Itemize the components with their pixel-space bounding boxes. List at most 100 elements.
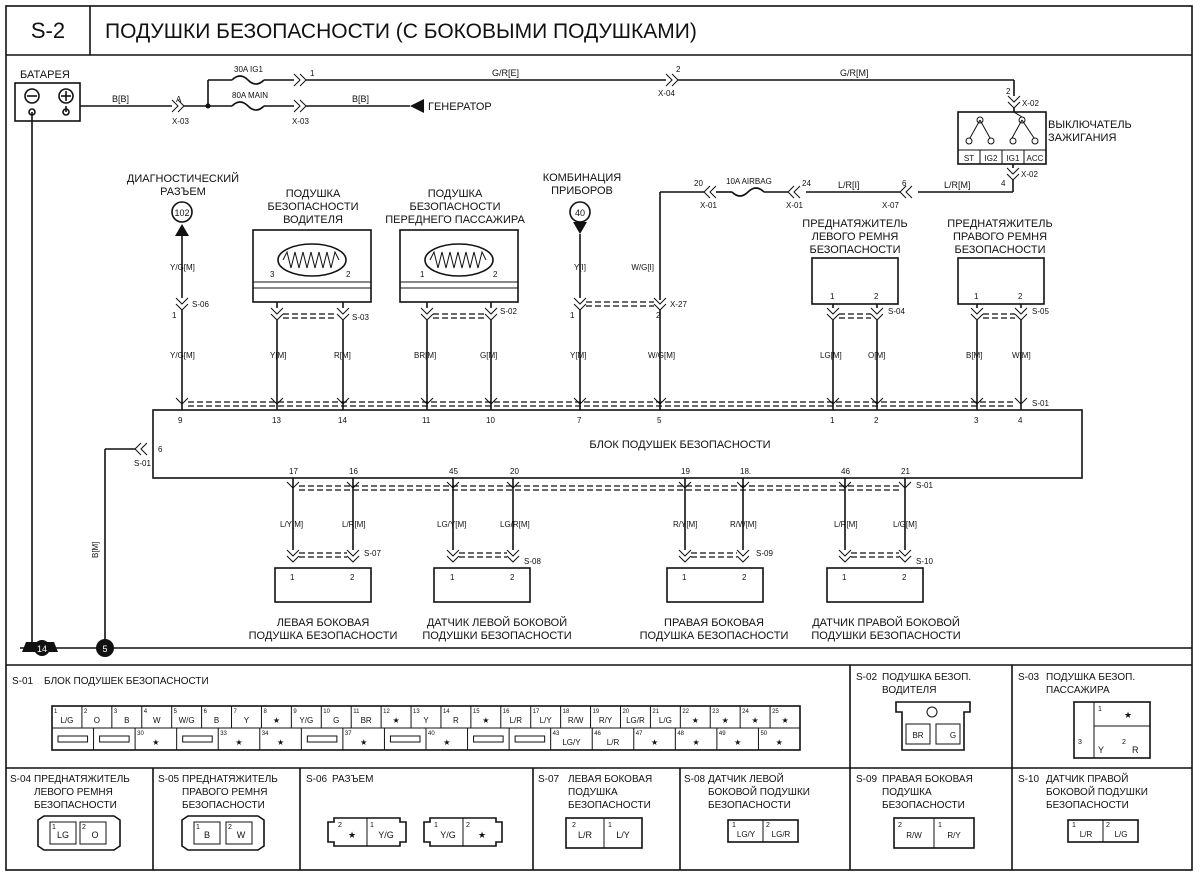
svg-text:S-06: S-06 xyxy=(192,300,209,309)
s01-pin-number: 11 xyxy=(353,709,360,715)
svg-text:БОКОВОЙ ПОДУШКИ: БОКОВОЙ ПОДУШКИ xyxy=(708,785,810,798)
svg-text:24: 24 xyxy=(802,179,811,188)
svg-text:ЛЕВОГО РЕМНЯ: ЛЕВОГО РЕМНЯ xyxy=(34,787,113,798)
panel-s04: S-04 ПРЕДНАТЯЖИТЕЛЬ ЛЕВОГО РЕМНЯ БЕЗОПАС… xyxy=(10,774,130,851)
svg-text:Y: Y xyxy=(1098,745,1104,755)
s01-pin-color: W/G xyxy=(179,716,195,725)
svg-text:Y/G: Y/G xyxy=(440,830,456,840)
svg-text:S-04: S-04 xyxy=(10,774,32,785)
svg-text:X-07: X-07 xyxy=(882,201,899,210)
svg-text:1: 1 xyxy=(830,416,835,425)
s01-pin-color: ★ xyxy=(752,716,759,725)
svg-text:3: 3 xyxy=(1078,739,1082,746)
svg-text:ЛЕВАЯ БОКОВАЯ: ЛЕВАЯ БОКОВАЯ xyxy=(568,774,652,785)
s01-pin-number: 9 xyxy=(293,709,297,715)
ground-5-icon: 5 xyxy=(96,639,114,657)
svg-text:ПОДУШКА БЕЗОП.: ПОДУШКА БЕЗОП. xyxy=(1046,672,1135,683)
svg-text:БОКОВОЙ ПОДУШКИ: БОКОВОЙ ПОДУШКИ xyxy=(1046,785,1148,798)
s01-pin-number: 40 xyxy=(428,731,435,737)
svg-text:ПАССАЖИРА: ПАССАЖИРА xyxy=(1046,685,1110,696)
s01-pin-number: 18 xyxy=(563,709,570,715)
svg-text:L/R: L/R xyxy=(1080,830,1093,839)
s01-pin-number: 4 xyxy=(144,709,148,715)
driver-airbag-module: 3 2 xyxy=(252,229,372,303)
svg-text:4: 4 xyxy=(1001,179,1006,188)
s01-pin-cell: 46L/R xyxy=(591,728,619,750)
panel-s06: S-06 РАЗЪЕМ 2 1 ★ Y/G 1 2 Y/G ★ xyxy=(306,774,503,847)
s01-pin-color: ★ xyxy=(734,738,741,747)
svg-text:1: 1 xyxy=(608,822,612,829)
svg-text:X-01: X-01 xyxy=(786,201,803,210)
fuse-airbag-icon xyxy=(731,187,765,197)
s01-pin-cell: 49★ xyxy=(716,728,741,750)
s01-pin-color: L/R xyxy=(510,716,523,725)
battery: БАТАРЕЯ xyxy=(14,69,81,122)
cluster-label-2: ПРИБОРОВ xyxy=(551,185,613,197)
svg-text:БЕЗОПАСНОСТИ: БЕЗОПАСНОСТИ xyxy=(1046,800,1129,811)
panel-s05: S-05 ПРЕДНАТЯЖИТЕЛЬ ПРАВОГО РЕМНЯ БЕЗОПА… xyxy=(158,774,278,851)
svg-text:1: 1 xyxy=(196,824,200,831)
s01-pin-color: ★ xyxy=(776,738,783,747)
svg-text:X-27: X-27 xyxy=(670,300,687,309)
s01-pin-color: Y/G xyxy=(299,716,313,725)
s01-pin-number: 46 xyxy=(594,731,601,737)
svg-text:ПРАВАЯ БОКОВАЯ: ПРАВАЯ БОКОВАЯ xyxy=(882,774,973,785)
pretensioner-right xyxy=(957,257,1045,305)
svg-text:X-02: X-02 xyxy=(1022,99,1039,108)
s01-pin-number: 10 xyxy=(323,709,330,715)
s01-pin-color: B xyxy=(124,716,129,725)
s01-pin-number: 43 xyxy=(553,731,560,737)
svg-text:ДАТЧИК ЛЕВОЙ: ДАТЧИК ЛЕВОЙ xyxy=(708,772,784,785)
svg-text:L/R[I]: L/R[I] xyxy=(838,180,860,190)
s01-pin-number: 5 xyxy=(174,709,178,715)
svg-text:БАТАРЕЯ: БАТАРЕЯ xyxy=(20,69,70,81)
s01-pin-color: ★ xyxy=(693,738,700,747)
s01-pin-number: 15 xyxy=(473,709,480,715)
svg-text:14: 14 xyxy=(338,416,347,425)
svg-text:G: G xyxy=(950,731,956,740)
s01-pin-number: 33 xyxy=(220,731,227,737)
svg-text:S-07: S-07 xyxy=(538,774,560,785)
svg-text:S-10: S-10 xyxy=(1018,774,1040,785)
s01-pin-cell: 24★ xyxy=(739,706,759,728)
driver-bag-label-1: ПОДУШКА xyxy=(286,188,341,200)
svg-text:B: B xyxy=(204,830,210,840)
s01-pin-color: ★ xyxy=(482,716,489,725)
svg-text:S-01: S-01 xyxy=(12,676,34,687)
svg-text:2: 2 xyxy=(228,824,232,831)
svg-text:ДАТЧИК ПРАВОЙ БОКОВОЙ: ДАТЧИК ПРАВОЙ БОКОВОЙ xyxy=(812,616,960,629)
svg-text:19: 19 xyxy=(681,467,690,476)
svg-text:2: 2 xyxy=(1106,822,1110,829)
s01-pin-cell: 18R/W xyxy=(560,706,584,728)
s01-pin-cell: 3B xyxy=(111,706,129,728)
svg-text:ЛЕВАЯ БОКОВАЯ: ЛЕВАЯ БОКОВАЯ xyxy=(277,617,370,629)
s01-pin-number: 13 xyxy=(413,709,420,715)
s01-pin-color: ★ xyxy=(152,738,159,747)
s01-pin-color: ★ xyxy=(277,738,284,747)
svg-text:16: 16 xyxy=(349,467,358,476)
s01-pin-cell: 21L/G xyxy=(649,706,672,728)
pret-left-label-3: БЕЗОПАСНОСТИ xyxy=(809,244,900,256)
pass-bag-label-3: ПЕРЕДНЕГО ПАССАЖИРА xyxy=(385,214,525,226)
s01-pin-cell: 10G xyxy=(320,706,339,728)
s01-pin-row-1: 1L/G2O3B4W5W/G6B7Y8★9Y/G10G11BR12★13Y14R… xyxy=(54,706,789,728)
svg-text:2: 2 xyxy=(656,311,661,320)
svg-text:БЕЗОПАСНОСТИ: БЕЗОПАСНОСТИ xyxy=(568,800,651,811)
svg-text:45: 45 xyxy=(449,467,458,476)
svg-text:46: 46 xyxy=(841,467,850,476)
side-right-sensor: L/R[M] L/G[M] S-10 1 2 ДАТЧИК ПРАВОЙ БОК… xyxy=(811,520,960,642)
svg-text:S-03: S-03 xyxy=(1018,672,1040,683)
s01-pin-cell: 2O xyxy=(81,706,100,728)
svg-text:ДАТЧИК ПРАВОЙ: ДАТЧИК ПРАВОЙ xyxy=(1046,772,1128,785)
svg-text:1: 1 xyxy=(1098,706,1102,713)
svg-text:G/R[E]: G/R[E] xyxy=(492,68,519,78)
svg-text:X-04: X-04 xyxy=(658,89,675,98)
svg-text:★: ★ xyxy=(348,830,356,840)
svg-text:2: 2 xyxy=(874,292,879,301)
svg-text:Y[I]: Y[I] xyxy=(574,263,586,272)
s01-pin-color: Y xyxy=(244,716,250,725)
svg-text:LG[M]: LG[M] xyxy=(820,351,842,360)
panel-s02: S-02 ПОДУШКА БЕЗОП. ВОДИТЕЛЯ BR G xyxy=(856,672,971,751)
ignition-label-2: ЗАЖИГАНИЯ xyxy=(1048,132,1116,144)
